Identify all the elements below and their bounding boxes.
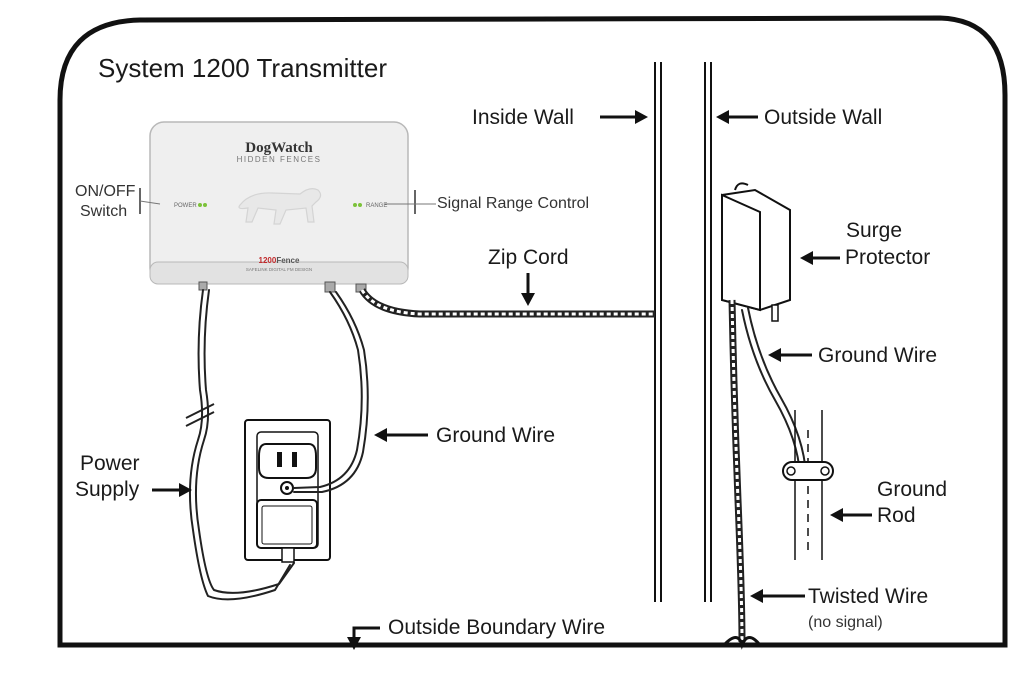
boundary-wire-arrow — [347, 626, 380, 650]
ground-wire-outlet — [293, 291, 369, 493]
device-model-sub: SAFELINK DIGITAL FM DESIGN — [246, 267, 312, 272]
ground-rod — [782, 410, 834, 560]
signal-range-label: Signal Range Control — [437, 195, 589, 212]
outside-wall — [704, 62, 712, 602]
zip-cord-arrow — [521, 273, 535, 306]
outside-wall-label: Outside Wall — [764, 106, 882, 129]
ground-wire-rod-arrow — [768, 348, 812, 362]
surge-protector-arrow — [800, 251, 840, 265]
power-led — [198, 203, 202, 207]
surge-protector-label-1: Surge — [846, 219, 902, 242]
surge-protector-label-2: Protector — [845, 246, 930, 269]
ground-wire-outlet-label: Ground Wire — [436, 424, 555, 447]
on-off-label-2: Switch — [80, 203, 127, 220]
power-supply-label-2: Supply — [75, 478, 140, 501]
ground-wire-outlet-arrow — [374, 428, 428, 442]
ground-rod-label-1: Ground — [877, 478, 947, 501]
power-supply-wire — [185, 289, 295, 601]
ground-rod-label-2: Rod — [877, 504, 916, 527]
wall-outlet — [244, 419, 331, 563]
boundary-wire-split — [722, 636, 762, 650]
transmitter-device: DogWatch HIDDEN FENCES POWER RANGE 1200F… — [149, 121, 409, 293]
device-brand: DogWatch — [245, 140, 313, 156]
inside-wall-arrow — [600, 110, 648, 124]
power-supply-arrow — [152, 483, 192, 497]
range-led-label: RANGE — [366, 203, 387, 209]
ground-wire-rod — [741, 307, 807, 476]
twisted-wire-arrow — [750, 589, 805, 603]
inside-wall — [654, 62, 662, 602]
twisted-wire — [728, 299, 746, 643]
power-adapter — [256, 499, 318, 549]
ground-wire-rod-label: Ground Wire — [818, 344, 937, 367]
ground-rod-arrow — [830, 508, 872, 522]
diagram-title: System 1200 Transmitter — [98, 53, 387, 83]
zip-cord — [358, 288, 655, 318]
twisted-wire-label-1: Twisted Wire — [808, 585, 928, 608]
outside-wall-arrow — [716, 110, 758, 124]
device-tagline: HIDDEN FENCES — [237, 155, 322, 164]
power-supply-label-1: Power — [80, 452, 140, 475]
inside-wall-label: Inside Wall — [472, 106, 574, 129]
dog-emboss-icon — [238, 188, 322, 225]
on-off-label-1: ON/OFF — [75, 183, 136, 200]
power-led-label: POWER — [174, 203, 197, 209]
boundary-wire-label: Outside Boundary Wire — [388, 616, 605, 639]
outer-border — [57, 15, 1008, 648]
range-led — [353, 203, 357, 207]
device-model: 1200Fence — [259, 256, 300, 265]
surge-protector — [721, 182, 791, 322]
zip-cord-label: Zip Cord — [488, 246, 569, 269]
twisted-wire-label-2: (no signal) — [808, 614, 883, 631]
